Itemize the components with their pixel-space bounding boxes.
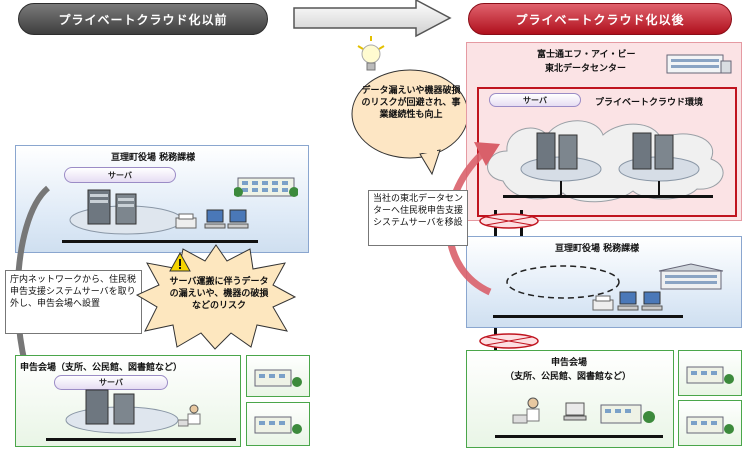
- computer-icon: [641, 291, 663, 311]
- branch-panel: [246, 355, 310, 397]
- cloud-env-box: サーバ プライベートクラウド環境: [477, 87, 737, 217]
- before-callout: 庁内ネットワークから、住民税申告支援システムサーバを取り外し、申告会場へ設置: [5, 270, 142, 334]
- building-icon: [686, 366, 734, 384]
- before-venue-panel: 申告会場（支所、公民館、図書館など） サーバ: [15, 355, 241, 447]
- before-office-title: 亘理町役場 税務課様: [111, 153, 196, 163]
- risk-text: サーバ運搬に伴うデータの漏えいや、機器の破損などのリスク: [169, 277, 269, 311]
- branch-panel: [678, 400, 742, 446]
- empty-server-slot: [506, 265, 620, 299]
- building-icon: [234, 177, 298, 197]
- benefit-text: データ漏えいや機器破損のリスクが回避され、事業継続性も向上: [361, 86, 461, 120]
- printer-icon: [592, 295, 614, 311]
- warning-icon: [169, 252, 191, 272]
- lightbulb-icon: [357, 36, 385, 71]
- after-office-title: 亘理町役場 税務課様: [555, 244, 640, 254]
- link-ellipse: [479, 333, 539, 349]
- person-icon: [512, 397, 540, 424]
- after-venue-title-2: （支所、公民館、図書館など）: [505, 372, 632, 382]
- cloud-env-title: プライベートクラウド環境: [595, 98, 704, 108]
- network-trunk: [494, 210, 497, 446]
- network-line: [503, 195, 713, 198]
- network-line: [495, 435, 663, 438]
- after-venue-panel: 申告会場 （支所、公民館、図書館など）: [466, 350, 674, 448]
- person-icon: [178, 404, 201, 427]
- branch-panel: [678, 350, 742, 396]
- computer-icon: [563, 402, 587, 421]
- before-office-panel: 亘理町役場 税務課様 サーバ: [15, 145, 309, 253]
- datacenter-panel: 富士通エフ・アイ・ビー 東北データセンター サーバ プライベートクラウド環境: [466, 42, 742, 221]
- network-line: [46, 438, 236, 441]
- before-venue-title: 申告会場（支所、公民館、図書館など）: [20, 363, 183, 373]
- computer-icon: [617, 291, 639, 311]
- datacenter-title-2: 東北データセンター: [545, 64, 627, 74]
- move-note: 当社の東北データセンターへ住民税申告支援システムサーバを移設: [368, 190, 468, 246]
- cloud-icon: [487, 120, 724, 203]
- datacenter-title-1: 富士通エフ・アイ・ビー: [537, 50, 636, 60]
- server-icon: [65, 389, 179, 434]
- cloud-server-tag: サーバ: [489, 93, 581, 107]
- datacenter-icon: [666, 54, 732, 74]
- before-header: プライベートクラウド化以前: [18, 3, 268, 35]
- building-icon: [686, 416, 734, 434]
- branch-panel: [246, 402, 310, 446]
- building-icon: [600, 404, 655, 424]
- network-line: [493, 315, 683, 318]
- building-icon: [658, 263, 724, 290]
- after-header: プライベートクラウド化以後: [468, 3, 732, 35]
- link-ellipse: [479, 213, 539, 229]
- before-venue-server-tag: サーバ: [54, 375, 168, 390]
- before-office-server-tag: サーバ: [64, 167, 176, 183]
- network-line: [62, 240, 258, 243]
- arrow-right-icon: [293, 0, 452, 38]
- computer-icon: [227, 209, 249, 229]
- printer-icon: [175, 213, 197, 229]
- after-venue-title-1: 申告会場: [551, 358, 588, 368]
- benefit-bubble: [351, 69, 469, 176]
- computer-icon: [204, 209, 226, 229]
- after-office-panel: 亘理町役場 税務課様: [466, 236, 742, 328]
- building-icon: [254, 369, 302, 387]
- building-icon: [254, 416, 302, 434]
